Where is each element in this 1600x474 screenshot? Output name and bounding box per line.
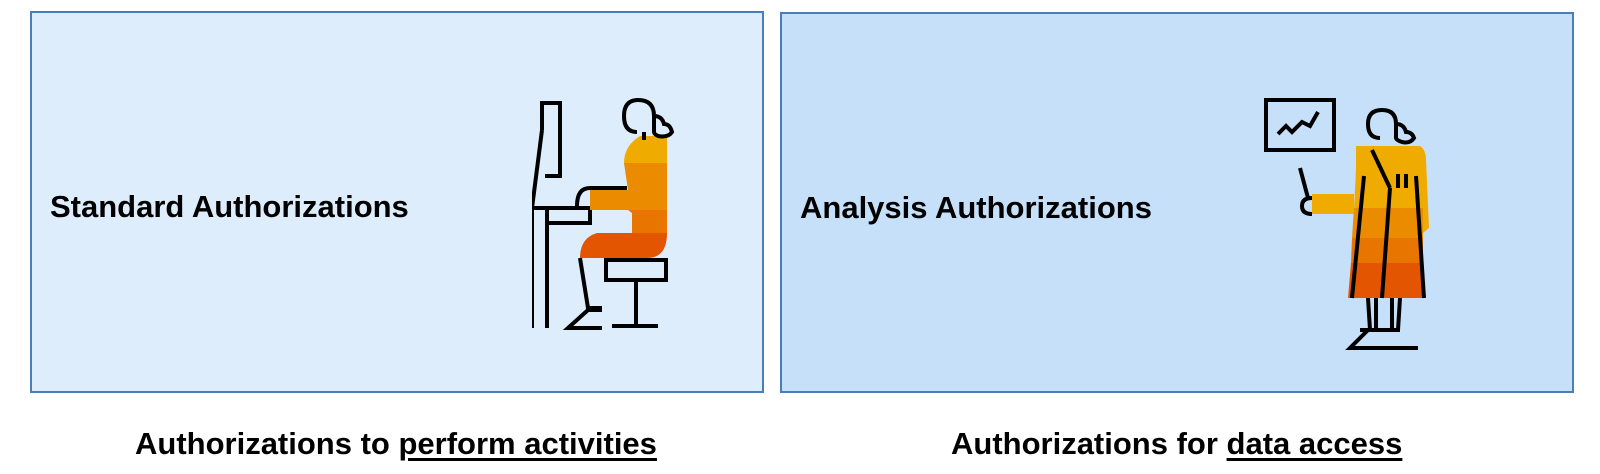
- caption-left-prefix: Authorizations to: [135, 426, 399, 461]
- analysis-authorizations-title: Analysis Authorizations: [800, 190, 1152, 225]
- standard-authorizations-title: Standard Authorizations: [50, 189, 409, 224]
- caption-perform-activities: Authorizations to perform activities: [135, 428, 657, 459]
- person-at-computer-icon: [532, 97, 675, 330]
- analysis-authorizations-panel: Analysis Authorizations: [780, 12, 1574, 393]
- caption-right-prefix: Authorizations for: [951, 426, 1227, 461]
- caption-left-emphasis: perform activities: [398, 426, 657, 461]
- caption-right-emphasis: data access: [1226, 426, 1403, 461]
- standard-authorizations-panel: Standard Authorizations: [30, 11, 764, 393]
- person-presenting-chart-icon: [1264, 98, 1429, 350]
- caption-data-access: Authorizations for data access: [951, 428, 1402, 459]
